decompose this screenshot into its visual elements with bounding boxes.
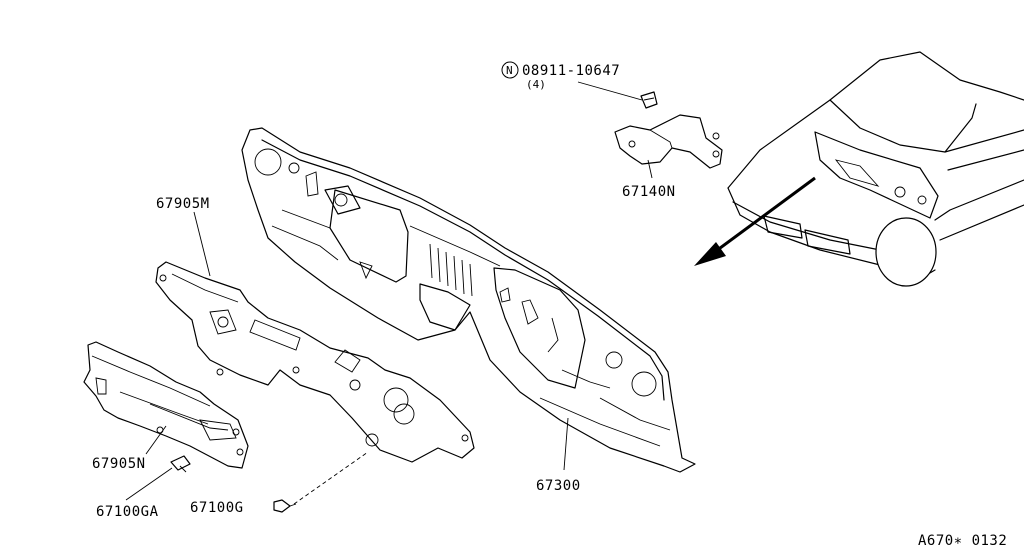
n-symbol: N <box>506 64 513 77</box>
clip-67100G <box>273 499 297 513</box>
label-dash-panel: 67300 <box>536 478 581 494</box>
label-nut-qty: (4) <box>526 78 546 91</box>
label-insulator-lower: 67905N <box>92 456 146 472</box>
nut-08911-10647 <box>640 91 658 109</box>
label-clip-b: 67100G <box>190 500 244 516</box>
label-nut-part: 08911-10647 <box>522 63 620 79</box>
figure-code: A670∗ 0132 <box>918 533 1007 549</box>
label-clip-a: 67100GA <box>96 504 159 520</box>
n-symbol-circle <box>501 61 519 79</box>
dash-panel-67300 <box>241 127 696 473</box>
insulator-67905N <box>83 341 249 469</box>
bracket-67140N <box>614 114 723 169</box>
direction-arrow <box>694 176 816 266</box>
nut-callout: N 08911-10647 (4) <box>501 61 620 91</box>
insulator-67905M <box>155 261 475 463</box>
clip-67100GA <box>170 455 191 473</box>
label-bracket: 67140N <box>622 184 676 200</box>
leader-lines <box>125 81 653 505</box>
vehicle-locator-view <box>727 51 1024 287</box>
label-insulator-upper: 67905M <box>156 196 210 212</box>
